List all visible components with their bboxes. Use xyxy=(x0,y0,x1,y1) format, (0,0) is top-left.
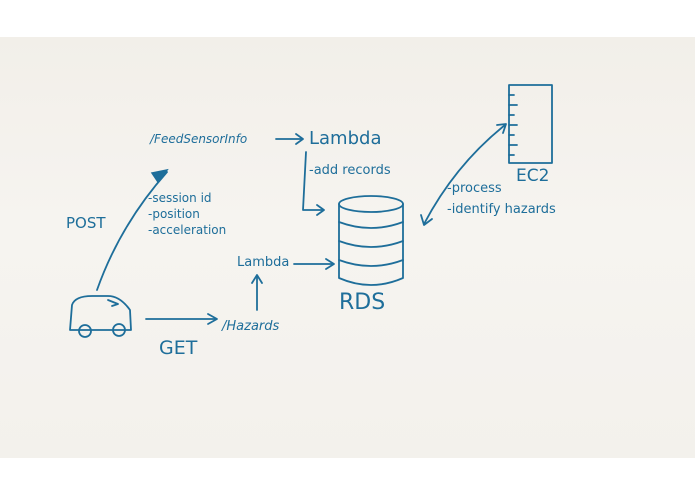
post-field-session-id: -session id xyxy=(148,191,212,205)
lambda-mid-to-rds-arrow xyxy=(293,258,335,270)
rds-label: RDS xyxy=(339,290,386,315)
database-icon xyxy=(338,195,404,286)
feed-to-lambda-arrow xyxy=(275,133,304,145)
server-icon xyxy=(508,84,553,164)
post-field-position: -position xyxy=(148,207,200,221)
ec2-task-process: -process xyxy=(447,181,502,196)
get-arrow xyxy=(145,313,218,325)
ec2-rds-arrow xyxy=(420,123,507,226)
post-arrow xyxy=(96,168,169,291)
feed-sensor-endpoint-label: /FeedSensorInfo xyxy=(150,132,248,146)
lambda-mid-label: Lambda xyxy=(237,255,290,270)
lambda-to-rds-arrow xyxy=(302,151,325,216)
post-method-label: POST xyxy=(66,214,106,232)
get-method-label: GET xyxy=(159,337,198,359)
hazards-to-lambda-arrow xyxy=(251,274,263,311)
car-icon xyxy=(69,295,132,338)
post-field-acceleration: -acceleration xyxy=(148,223,227,237)
ec2-label: EC2 xyxy=(516,166,550,186)
hazards-endpoint-label: /Hazards xyxy=(222,319,280,334)
lambda-top-label: Lambda xyxy=(309,128,382,149)
add-records-note: -add records xyxy=(309,163,391,178)
ec2-task-identify-hazards: -identify hazards xyxy=(447,202,556,217)
